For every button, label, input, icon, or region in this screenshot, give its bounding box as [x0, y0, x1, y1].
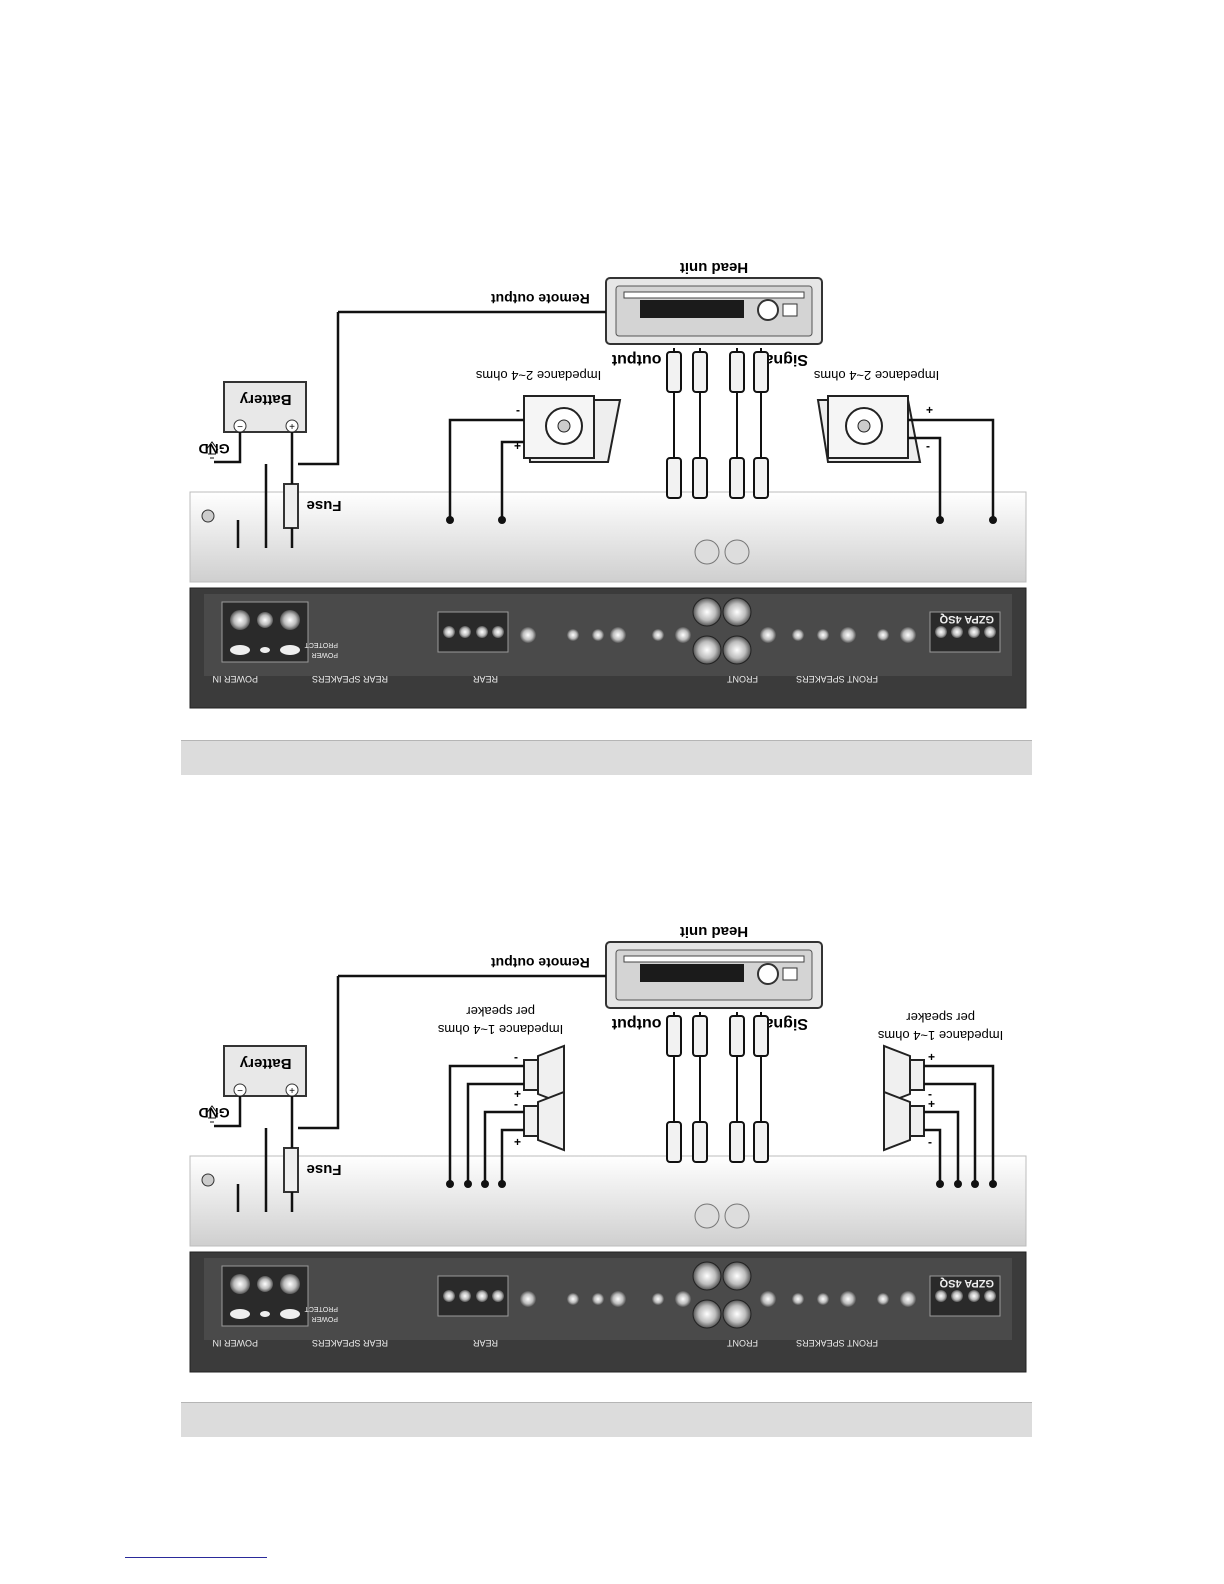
speaker-wires — [448, 418, 995, 520]
polarity-plus: + — [928, 1097, 935, 1111]
polarity-plus: + — [514, 439, 521, 453]
front-section-label: FRONT — [727, 1338, 758, 1348]
battery: − + — [223, 381, 307, 433]
wiring-diagram-svg: FRONT SPEAKERS FRONT REAR REAR SPEAKERS … — [189, 259, 1027, 709]
power-terminal-block — [221, 1265, 309, 1327]
head-unit — [605, 277, 823, 345]
rear-section-label: REAR — [472, 1338, 498, 1348]
ground-icon — [205, 441, 219, 459]
ground-ring-icon — [201, 1173, 215, 1187]
power-wires — [214, 974, 606, 1212]
polarity-plus: + — [514, 1087, 521, 1101]
signal-label: Signal — [760, 1015, 808, 1032]
rear-section-label: REAR — [472, 674, 498, 684]
protect-led-label: PROTECT — [304, 641, 338, 648]
wiring-diagram-svg: FRONT SPEAKERS FRONT REAR REAR SPEAKERS … — [189, 923, 1027, 1373]
output-label: output — [611, 1015, 661, 1032]
rear-speakers-label: REAR SPEAKERS — [312, 1338, 388, 1348]
left-speaker-pair — [523, 1044, 565, 1152]
remote-output-label: Remote output — [491, 955, 590, 971]
left-speaker — [523, 395, 622, 463]
fuse-label: Fuse — [306, 1161, 341, 1178]
wiring-diagram-2-4-ohms: FRONT SPEAKERS FRONT REAR REAR SPEAKERS … — [188, 252, 1028, 712]
front-speakers-label: FRONT SPEAKERS — [796, 1338, 878, 1348]
wire-junctions — [446, 516, 997, 524]
battery-minus-icon: − — [237, 422, 243, 433]
power-in-label: POWER IN — [212, 674, 258, 684]
impedance-right-label: Impedance 1~4 ohms — [877, 1028, 1003, 1043]
fuse-label: Fuse — [306, 497, 341, 514]
wire-junctions — [446, 1180, 997, 1188]
front-speakers-label: FRONT SPEAKERS — [796, 674, 878, 684]
wiring-diagram-1-4-ohms: FRONT SPEAKERS FRONT REAR REAR SPEAKERS … — [188, 916, 1028, 1376]
speaker-terminals — [437, 1275, 1001, 1317]
speaker-wires — [448, 1064, 995, 1184]
remote-output-label: Remote output — [491, 291, 590, 307]
front-section-label: FRONT — [727, 674, 758, 684]
polarity-plus: + — [926, 403, 933, 417]
amp-panel-inset — [204, 1258, 1012, 1340]
caption-bar-2 — [181, 1402, 1032, 1437]
fuse — [283, 1147, 299, 1193]
battery-plus-icon: + — [289, 422, 295, 433]
amp-model-label: GZPA 4SQ — [939, 613, 994, 625]
rca-inputs — [692, 1203, 752, 1329]
power-in-label: POWER IN — [212, 1338, 258, 1348]
ground-icon — [205, 1105, 219, 1123]
amp-model-label: GZPA 4SQ — [939, 1277, 994, 1289]
amp-top-view — [189, 1155, 1027, 1247]
footnote-separator — [125, 1557, 267, 1558]
caption-bar-1 — [181, 740, 1032, 775]
impedance-right-label: Impedance 2~4 ohms — [813, 368, 939, 383]
power-wires — [214, 310, 606, 548]
power-led-label: POWER — [312, 651, 338, 658]
speaker-terminals — [437, 611, 1001, 653]
rca-inputs — [692, 539, 752, 665]
power-terminal-block — [221, 601, 309, 663]
head-unit-label: Head unit — [680, 923, 748, 940]
signal-label: Signal — [760, 351, 808, 368]
head-unit — [605, 941, 823, 1009]
battery-label: Battery — [239, 1055, 291, 1072]
amp-top-view — [189, 491, 1027, 583]
polarity-minus: - — [516, 403, 520, 417]
head-unit-label: Head unit — [680, 259, 748, 276]
polarity-minus: - — [928, 1087, 932, 1101]
per-speaker-left-label: per speaker — [466, 1004, 535, 1019]
amp-panel-inset — [204, 594, 1012, 676]
right-speaker-pair — [883, 1044, 925, 1152]
battery-plus-icon: + — [289, 1086, 295, 1097]
battery-minus-icon: − — [237, 1086, 243, 1097]
polarity-plus: + — [928, 1050, 935, 1064]
rca-cables — [666, 1012, 769, 1163]
polarity-minus: - — [514, 1097, 518, 1111]
output-label: output — [611, 351, 661, 368]
control-knobs — [520, 627, 916, 643]
polarity-plus: + — [514, 1135, 521, 1149]
rca-cables — [666, 348, 769, 499]
per-speaker-right-label: per speaker — [906, 1010, 975, 1025]
impedance-left-label: Impedance 1~4 ohms — [437, 1022, 563, 1037]
rear-speakers-label: REAR SPEAKERS — [312, 674, 388, 684]
polarity-minus: - — [514, 1050, 518, 1064]
gnd-label: GND — [198, 1105, 229, 1121]
battery-label: Battery — [239, 391, 291, 408]
gnd-label: GND — [198, 441, 229, 457]
control-knobs — [520, 1291, 916, 1307]
power-led-label: POWER — [312, 1315, 338, 1322]
battery: − + — [223, 1045, 307, 1097]
polarity-minus: - — [928, 1135, 932, 1149]
protect-led-label: PROTECT — [304, 1305, 338, 1312]
fuse — [283, 483, 299, 529]
ground-ring-icon — [201, 509, 215, 523]
polarity-minus: - — [926, 439, 930, 453]
right-speaker — [816, 395, 922, 463]
impedance-left-label: Impedance 2~4 ohms — [475, 368, 601, 383]
